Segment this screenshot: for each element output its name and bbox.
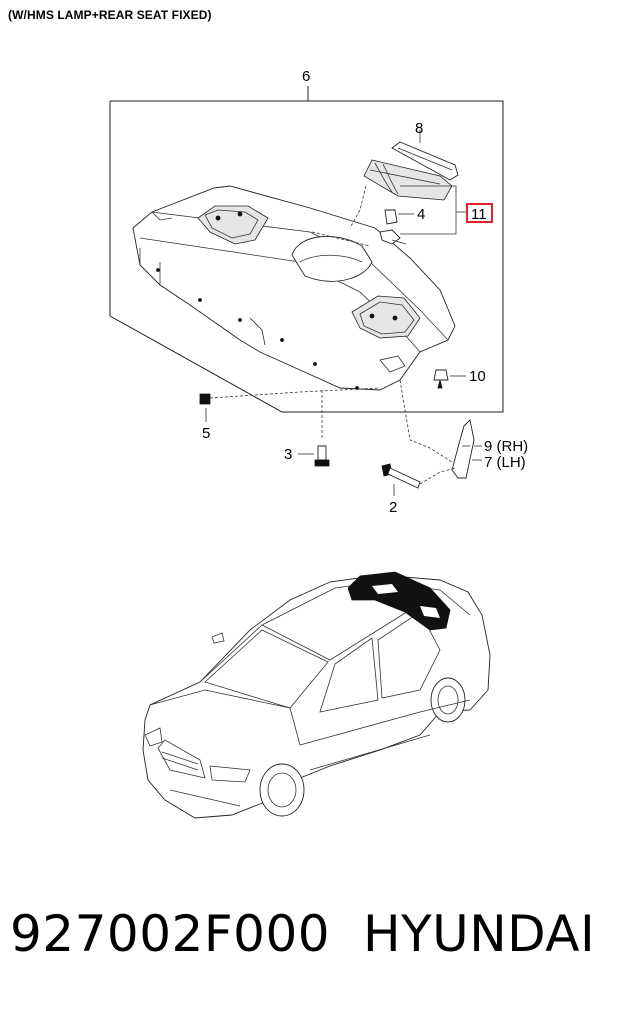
screw-part-5 [199,387,381,422]
bolt-part-3 [298,390,330,467]
assembly-frame [109,86,504,413]
callout-11-highlight [466,203,493,223]
package-tray [132,185,456,391]
callout-3: 3 [284,446,292,463]
callout-2: 2 [389,499,397,516]
bracket-part [399,379,482,479]
bolt-part-2 [381,463,457,496]
callout-5: 5 [202,425,210,442]
callout-8: 8 [415,120,423,137]
callout-9-rh: 9 (RH) [484,438,528,455]
diagram-heading: (W/HMS LAMP+REAR SEAT FIXED) [8,8,212,22]
callout-10: 10 [469,368,486,385]
clip-part [433,369,466,389]
callout-6: 6 [302,68,310,85]
part-number: 927002F000 [10,905,331,963]
car-illustration [142,571,491,819]
callout-11: 11 [471,206,487,223]
callout-7-lh: 7 (LH) [484,454,526,471]
brand-name: HYUNDAI [363,905,596,963]
callout-4: 4 [417,206,425,223]
